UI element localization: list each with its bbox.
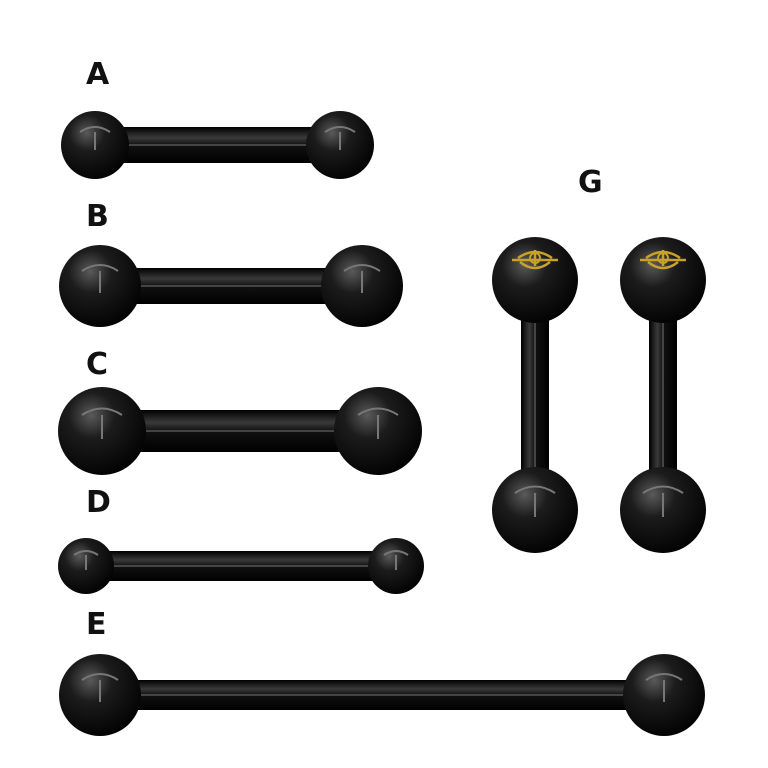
sphere-icon: [620, 467, 706, 553]
sphere-icon: [492, 237, 578, 323]
sphere-icon: [334, 387, 422, 475]
label-a: A: [86, 57, 110, 92]
barbell-d: [58, 538, 424, 594]
label-e: E: [86, 607, 107, 642]
barbell-b: [59, 245, 403, 327]
barbell-g-left: [492, 237, 578, 553]
sphere-icon: [59, 245, 141, 327]
sphere-icon: [306, 111, 374, 179]
sphere-icon: [368, 538, 424, 594]
sphere-icon: [58, 538, 114, 594]
sphere-icon: [61, 111, 129, 179]
label-b: B: [86, 199, 109, 234]
label-c: C: [86, 347, 109, 382]
label-g: G: [578, 165, 603, 200]
biohazard-logo-icon: [640, 250, 686, 270]
sphere-icon: [623, 654, 705, 736]
sphere-icon: [59, 654, 141, 736]
biohazard-logo-icon: [512, 250, 558, 270]
sphere-icon: [492, 467, 578, 553]
sphere-icon: [58, 387, 146, 475]
sphere-icon: [620, 237, 706, 323]
sphere-icon: [321, 245, 403, 327]
barbell-e: [59, 654, 705, 736]
barbell-g-right: [620, 237, 706, 553]
label-d: D: [86, 485, 111, 520]
barbell-c: [58, 387, 422, 475]
barbell-a: [61, 111, 374, 179]
